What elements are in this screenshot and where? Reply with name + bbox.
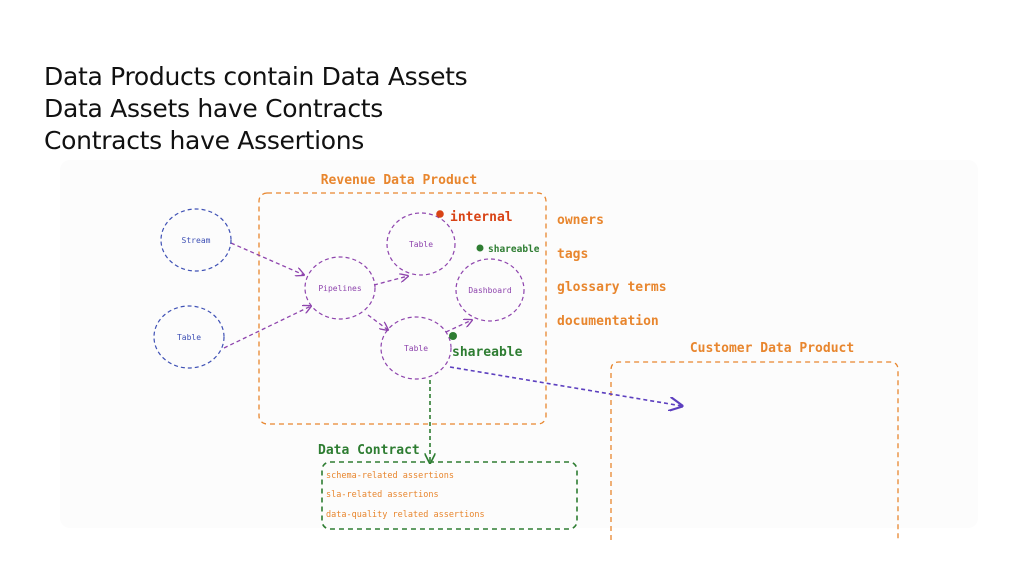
data-contract-title: Data Contract	[318, 443, 420, 458]
node-table-top-label: Table	[409, 240, 433, 249]
metadata-documentation: documentation	[557, 314, 659, 329]
node-dashboard-label: Dashboard	[468, 286, 512, 295]
revenue-product-title: Revenue Data Product	[321, 173, 478, 188]
tag-internal: internal	[450, 210, 513, 225]
metadata-glossary-terms: glossary terms	[557, 280, 667, 295]
edge-pipelines-table-bottom	[367, 314, 388, 330]
shareable-dot-small	[476, 244, 484, 252]
edge-table-pipelines	[223, 306, 311, 349]
assertion-quality: data-quality related assertions	[326, 510, 485, 520]
internal-dot	[436, 210, 444, 218]
assertion-sla: sla-related assertions	[326, 490, 439, 500]
node-pipelines	[304, 256, 376, 320]
node-stream-label: Stream	[182, 236, 211, 245]
node-table-top	[386, 212, 456, 276]
data-contract-box	[321, 461, 578, 530]
tag-shareable-large: shareable	[452, 345, 523, 360]
edge-table-bottom-dashboard	[445, 320, 472, 333]
node-table-bottom	[380, 316, 452, 380]
node-stream	[160, 208, 232, 272]
headline-2: Data Assets have Contracts	[44, 94, 384, 123]
metadata-tags: tags	[557, 247, 588, 262]
edge-table-to-customer	[449, 366, 682, 406]
node-table-left-label: Table	[177, 333, 201, 342]
revenue-product-boundary	[258, 192, 547, 425]
headline-3: Contracts have Assertions	[44, 126, 365, 155]
diagram-panel	[60, 160, 978, 528]
shareable-dot-large	[449, 332, 457, 340]
edge-stream-pipelines	[230, 242, 304, 275]
assertion-schema: schema-related assertions	[326, 471, 454, 481]
node-table-left	[153, 305, 225, 369]
node-dashboard	[455, 258, 525, 322]
node-pipelines-label: Pipelines	[318, 284, 362, 293]
customer-product-boundary	[610, 361, 899, 540]
metadata-owners: owners	[557, 213, 604, 228]
headline-1: Data Products contain Data Assets	[44, 62, 468, 91]
customer-product-title: Customer Data Product	[690, 341, 854, 356]
edge-pipelines-table-top	[373, 276, 408, 286]
tag-shareable-small: shareable	[488, 244, 540, 255]
node-table-bottom-label: Table	[404, 344, 428, 353]
